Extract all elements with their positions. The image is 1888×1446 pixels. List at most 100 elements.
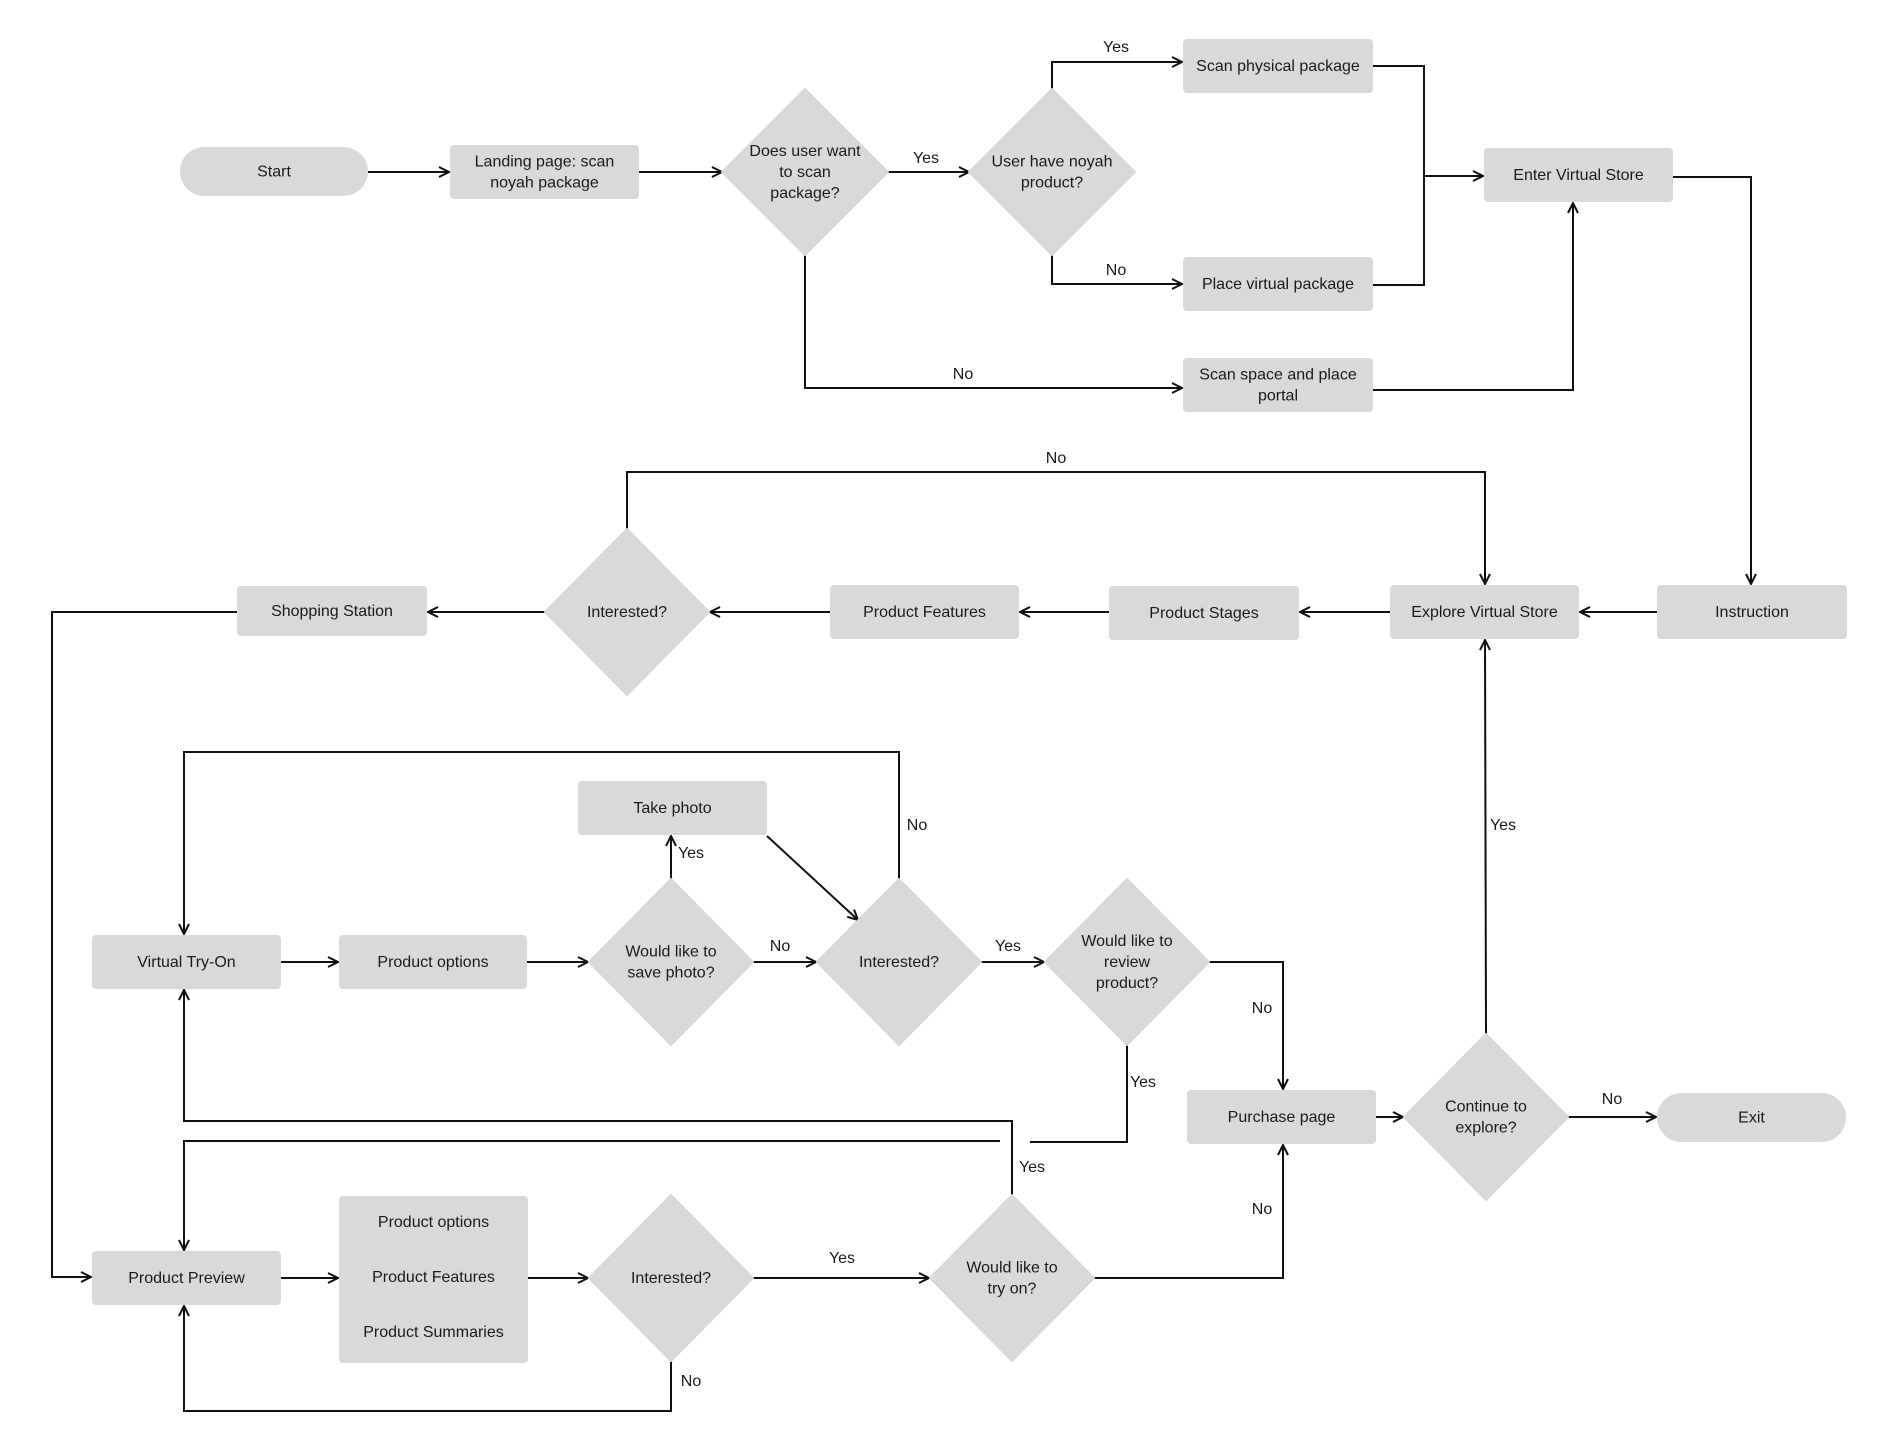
node-try-on-label-0: Virtual Try-On (137, 954, 235, 971)
edge-haveproduct-scanphysical (1051, 62, 1182, 89)
edge-interested2-tryon-no (184, 751, 900, 934)
node-interested3-label-0: Interested? (631, 1270, 711, 1287)
node-start: Start (180, 147, 368, 196)
node-would-try: Would like to try on? (929, 1194, 1095, 1362)
node-want-scan-label-2: package? (770, 185, 839, 202)
edge-wouldtry-purchase-no (1094, 1145, 1283, 1279)
edge-continue-explore-yes (1485, 640, 1486, 1035)
node-have-product-shape (968, 88, 1136, 256)
edge-label-review-yes: Yes (1130, 1074, 1156, 1091)
node-want-scan-label-1: to scan (779, 164, 831, 181)
node-take-photo-shape (578, 781, 767, 835)
node-options: Product options (339, 935, 527, 989)
edge-label-continue-yes: Yes (1490, 817, 1516, 834)
node-would-try-label-0: Would like to (966, 1260, 1057, 1277)
node-features-label-0: Product Features (863, 604, 986, 621)
edge-takephoto-interested2 (766, 835, 858, 920)
node-try-on-shape (92, 935, 281, 989)
edge-label-interested3-yes: Yes (829, 1250, 855, 1267)
node-continue-label-0: Continue to (1445, 1099, 1527, 1116)
node-continue-label-1: explore? (1455, 1120, 1516, 1137)
node-enter-store-label-0: Enter Virtual Store (1513, 167, 1644, 184)
node-scan-space-label-0: Scan space and place (1199, 367, 1357, 384)
node-start-label-0: Start (257, 164, 291, 181)
node-scan-physical-label-0: Scan physical package (1196, 58, 1360, 75)
edge-scanphysical-join (1373, 65, 1425, 286)
node-have-product-label-0: User have noyah (992, 154, 1113, 171)
nodes-layer: Start Landing page: scan noyah package Does… (92, 39, 1847, 1363)
node-shopping: Shopping Station (237, 586, 427, 636)
edge-wantscan-scanspace (804, 255, 1182, 388)
node-interested2: Interested? (816, 878, 982, 1046)
node-landing-label-0: Landing page: scan (475, 154, 615, 171)
edge-review-preview-yes (1030, 1045, 1128, 1143)
node-scan-physical-shape (1183, 39, 1373, 93)
node-interested1-shape (544, 528, 710, 696)
node-place-virtual-shape (1183, 257, 1373, 311)
node-enter-store: Enter Virtual Store (1484, 148, 1673, 202)
node-interested1: Interested? (544, 528, 710, 696)
node-interested2-label-0: Interested? (859, 954, 939, 971)
node-options-label-0: Product options (377, 954, 488, 971)
node-review-label-2: product? (1096, 975, 1158, 992)
edge-label-savephoto-no: No (770, 938, 791, 955)
edge-label-wantscan-yes: Yes (913, 150, 939, 167)
node-enter-store-shape (1484, 148, 1673, 202)
node-would-try-label-1: try on? (988, 1281, 1037, 1298)
node-stages-shape (1109, 586, 1299, 640)
edge-label-wouldtry-yes: Yes (1019, 1159, 1045, 1176)
node-exit-label-0: Exit (1738, 1110, 1765, 1127)
node-save-photo-shape (588, 878, 754, 1046)
node-interested3: Interested? (588, 1194, 754, 1362)
edge-label-interested2-yes: Yes (995, 938, 1021, 955)
node-instruction-label-0: Instruction (1715, 604, 1789, 621)
edge-label-interested3-no: No (681, 1373, 702, 1390)
node-preview-list-label-2: Product Summaries (363, 1324, 504, 1341)
node-want-scan-label-0: Does user want (749, 143, 861, 160)
edge-shopping-preview (51, 611, 237, 1277)
node-preview: Product Preview (92, 1251, 281, 1305)
node-shopping-shape (237, 586, 427, 636)
node-interested2-shape (816, 878, 982, 1046)
edge-enterstore-instruction (1673, 176, 1751, 584)
edge-labels-layer: YesNoYesNoNoYesNoNoYesNoYesYesNoYesNoYes… (678, 39, 1622, 1390)
edges-layer (51, 62, 1751, 1412)
node-features: Product Features (830, 585, 1019, 639)
node-preview-list-shape (339, 1196, 528, 1363)
edge-label-haveproduct-yes: Yes (1103, 39, 1129, 56)
node-landing: Landing page: scan noyah package (450, 145, 639, 199)
edge-label-savephoto-yes: Yes (678, 845, 704, 862)
node-scan-space-shape (1183, 358, 1373, 412)
node-start-shape (180, 147, 368, 196)
node-preview-shape (92, 1251, 281, 1305)
node-purchase-label-0: Purchase page (1228, 1109, 1336, 1126)
node-want-scan-shape (721, 88, 889, 256)
node-continue: Continue to explore? (1403, 1033, 1569, 1201)
edge-scanspace-enterstore (1373, 203, 1573, 391)
node-have-product: User have noyah product? (968, 88, 1136, 256)
node-review-label-0: Would like to (1081, 933, 1172, 950)
node-instruction-shape (1657, 585, 1847, 639)
node-review-shape (1044, 878, 1210, 1046)
node-have-product-label-1: product? (1021, 175, 1083, 192)
edge-review-purchase-no (1209, 961, 1283, 1089)
node-save-photo-label-1: save photo? (627, 965, 714, 982)
node-would-try-shape (929, 1194, 1095, 1362)
node-interested3-shape (588, 1194, 754, 1362)
node-take-photo-label-0: Take photo (633, 800, 711, 817)
node-landing-label-1: noyah package (490, 175, 599, 192)
node-scan-space-label-1: portal (1258, 388, 1298, 405)
edge-label-interested2-no: No (907, 817, 928, 834)
node-purchase: Purchase page (1187, 1090, 1376, 1144)
node-exit-shape (1657, 1093, 1846, 1142)
node-options-shape (339, 935, 527, 989)
node-features-shape (830, 585, 1019, 639)
node-explore-label-0: Explore Virtual Store (1411, 604, 1558, 621)
node-landing-shape (450, 145, 639, 199)
node-preview-label-0: Product Preview (128, 1270, 245, 1287)
